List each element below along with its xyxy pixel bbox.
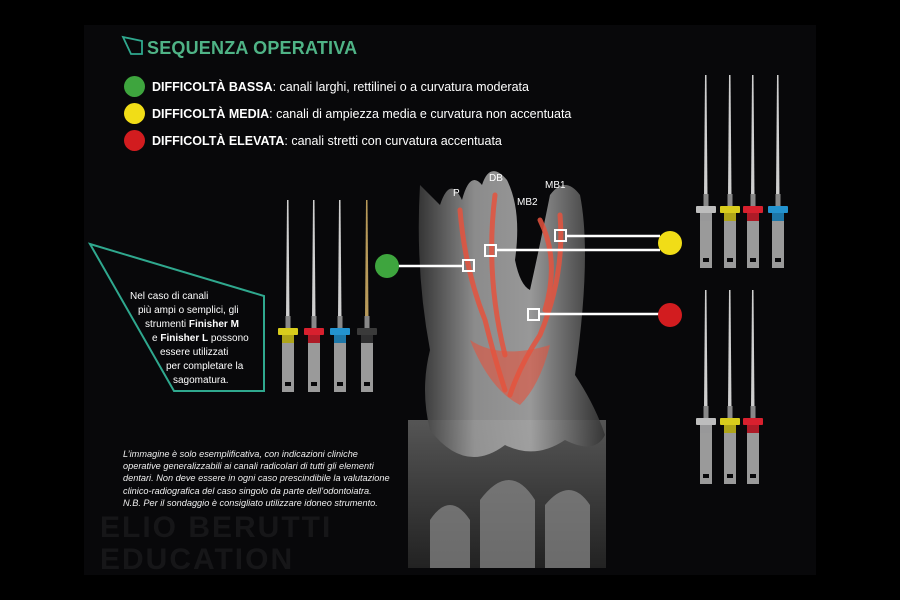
page-title: SEQUENZA OPERATIVA: [147, 38, 358, 58]
medium-difficulty-instrument: [743, 75, 763, 268]
medium-difficulty-instrument: [768, 75, 788, 268]
difficulty-medium-indicator: [658, 231, 682, 255]
connector-lines: [395, 234, 660, 316]
high-difficulty-instrument: [743, 290, 763, 484]
finisher-instrument: [278, 200, 298, 392]
root-label-db: DB: [489, 173, 503, 184]
high-difficulty-instrument: [696, 290, 716, 484]
finisher-note: Nel caso di canali più ampi o semplici, …: [130, 291, 249, 386]
disclaimer-text: L’immagine è solo esemplificativa, con i…: [123, 449, 390, 508]
title-icon: [121, 35, 143, 55]
callout-frame: [87, 242, 265, 392]
yellow-dot-icon: [124, 103, 145, 124]
markers: [462, 229, 567, 321]
finisher-instrument: [330, 200, 350, 392]
red-dot-icon: [124, 130, 145, 151]
root-label-mb2: MB2: [517, 197, 538, 208]
root-label-p: P: [453, 188, 460, 199]
medium-difficulty-instrument: [720, 75, 740, 268]
green-dot-icon: [124, 76, 145, 97]
difficulty-low-indicator: [375, 254, 399, 278]
legend-item-high: DIFFICOLTÀ ELEVATA: canali stretti con c…: [124, 130, 502, 151]
legend-item-medium: DIFFICOLTÀ MEDIA: canali di ampiezza med…: [124, 103, 571, 124]
high-difficulty-instrument: [720, 290, 740, 484]
finisher-instrument: [357, 200, 377, 392]
medium-difficulty-instrument: [696, 75, 716, 268]
legend-item-low: DIFFICOLTÀ BASSA: canali larghi, rettili…: [124, 76, 529, 97]
root-label-mb1: MB1: [545, 180, 566, 191]
difficulty-high-indicator: [658, 303, 682, 327]
finisher-instrument: [304, 200, 324, 392]
